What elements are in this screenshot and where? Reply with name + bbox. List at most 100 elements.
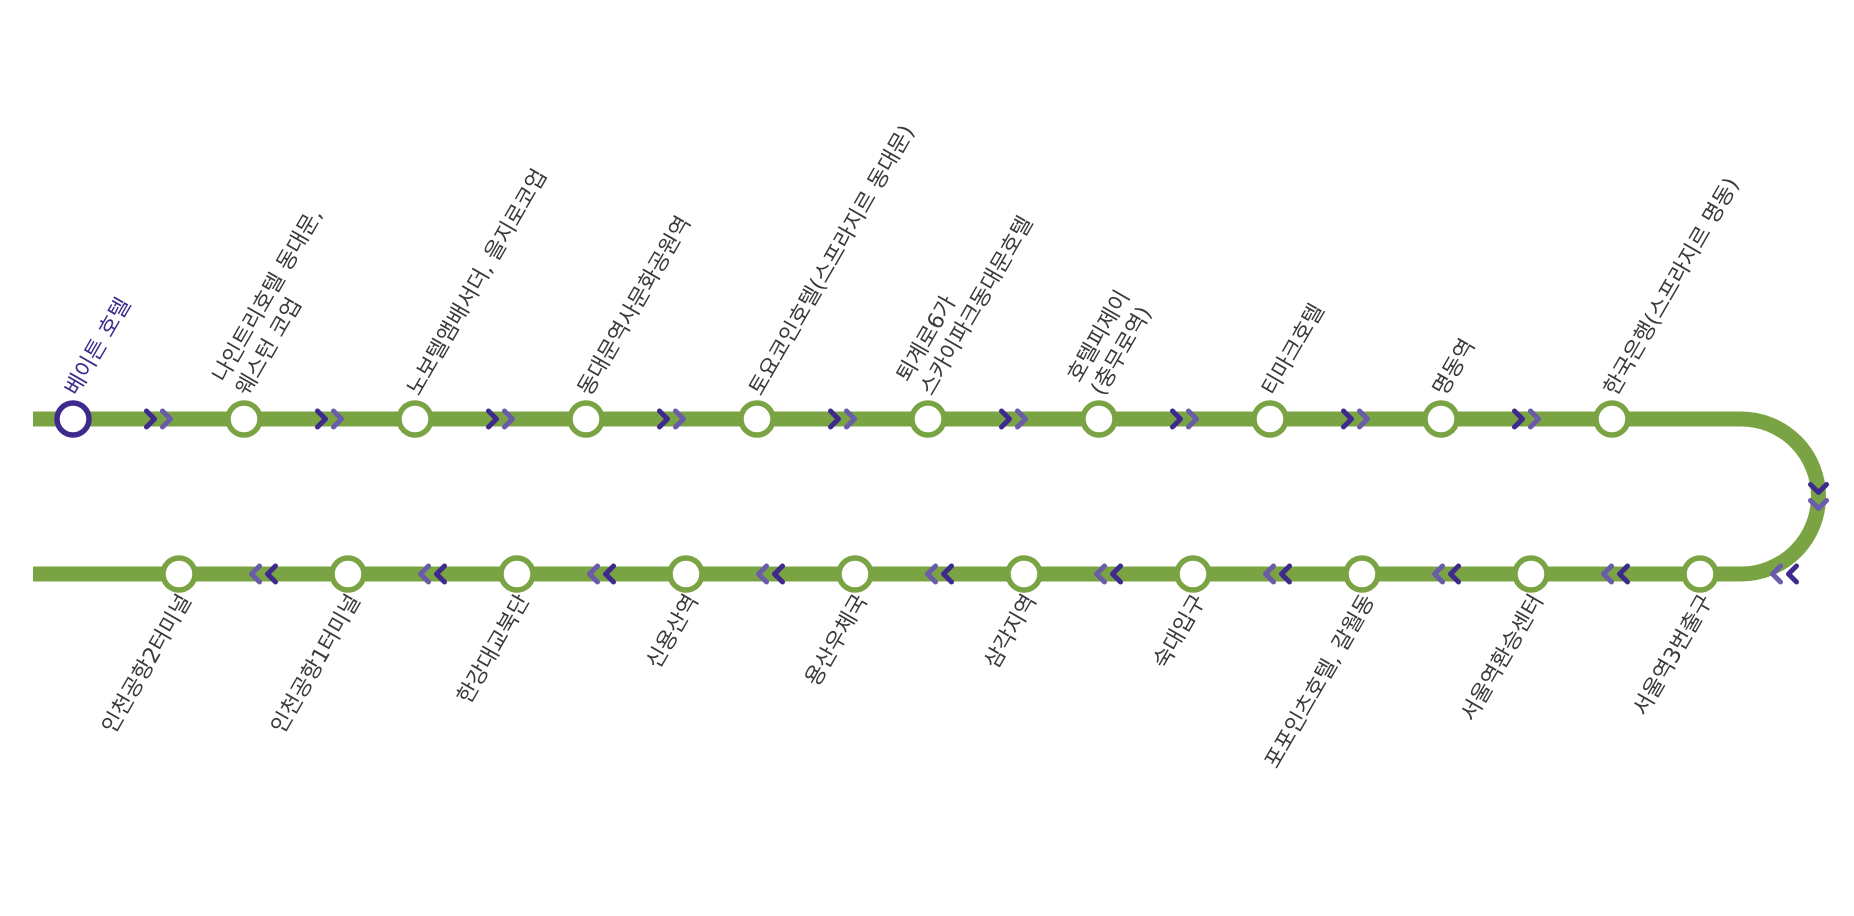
chevron-right-icon bbox=[486, 408, 499, 430]
chevron-left-icon bbox=[772, 563, 785, 585]
chevron-left-icon bbox=[1279, 563, 1292, 585]
chevron-right-icon bbox=[160, 408, 173, 430]
station-marker[interactable] bbox=[1681, 555, 1719, 593]
station-marker[interactable] bbox=[225, 400, 263, 438]
chevron-left-icon bbox=[925, 563, 938, 585]
station-label: 호텔피제이(충무로역) bbox=[1063, 286, 1159, 400]
station-marker[interactable] bbox=[1593, 400, 1631, 438]
station-label-line: 명동역 bbox=[1429, 335, 1481, 400]
station-label-line: 인천공항2터미널 bbox=[98, 591, 197, 738]
station-label-line: 서울역3번출구 bbox=[1629, 591, 1718, 721]
station-label: 인천공항2터미널 bbox=[98, 591, 197, 738]
chevron-right-icon bbox=[1341, 408, 1354, 430]
station-label: 용산우체국 bbox=[801, 591, 873, 691]
station-marker[interactable] bbox=[1174, 555, 1212, 593]
chevron-right-icon bbox=[1512, 408, 1525, 430]
station-marker[interactable] bbox=[1343, 555, 1381, 593]
chevron-right-icon bbox=[1528, 408, 1541, 430]
station-marker[interactable] bbox=[567, 400, 605, 438]
station-marker[interactable] bbox=[738, 400, 776, 438]
chevron-left-icon bbox=[1110, 563, 1123, 585]
chevron-right-icon bbox=[1170, 408, 1183, 430]
station-label-line: 베이튼 호텔 bbox=[61, 294, 137, 400]
station-label: 노보텔앰배서더, 을지로코업 bbox=[403, 165, 553, 400]
chevron-down-icon bbox=[1808, 482, 1829, 495]
station-label: 한국은행(스프라지르 명동) bbox=[1600, 174, 1745, 400]
station-label: 서울역3번출구 bbox=[1629, 591, 1718, 721]
station-label-line: 티마크호텔 bbox=[1258, 300, 1330, 400]
station-marker[interactable] bbox=[498, 555, 536, 593]
station-label-line: 동대문역사문화공원역 bbox=[574, 212, 697, 400]
station-marker[interactable] bbox=[1251, 400, 1289, 438]
chevron-left-icon bbox=[1617, 563, 1630, 585]
station-label-line: 인천공항1터미널 bbox=[267, 591, 366, 738]
route-line bbox=[33, 411, 1826, 582]
chevron-left-icon bbox=[265, 563, 278, 585]
chevron-left-icon bbox=[941, 563, 954, 585]
chevron-right-icon bbox=[999, 408, 1012, 430]
chevron-left-icon bbox=[1432, 563, 1445, 585]
chevron-right-icon bbox=[844, 408, 857, 430]
chevron-left-icon bbox=[434, 563, 447, 585]
station-label: 동대문역사문화공원역 bbox=[574, 212, 697, 400]
chevron-left-icon bbox=[756, 563, 769, 585]
station-label-line: 신용산역 bbox=[642, 591, 704, 674]
station-marker[interactable] bbox=[909, 400, 947, 438]
station-label: 서울역환승센터 bbox=[1457, 591, 1549, 726]
station-marker[interactable] bbox=[396, 400, 434, 438]
station-label: 티마크호텔 bbox=[1258, 300, 1330, 400]
station-label: 인천공항1터미널 bbox=[267, 591, 366, 738]
station-label: 한강대교북단 bbox=[453, 591, 535, 709]
station-label-line: 용산우체국 bbox=[801, 591, 873, 691]
chevron-right-icon bbox=[331, 408, 344, 430]
stations bbox=[54, 400, 1719, 593]
chevron-left-icon bbox=[1263, 563, 1276, 585]
direction-arrows bbox=[144, 408, 1829, 585]
station-label: 토요코인호텔(스프라지르 동대문) bbox=[745, 121, 920, 400]
chevron-right-icon bbox=[315, 408, 328, 430]
station-label-line: 포포인츠호텔, 갈월동 bbox=[1260, 591, 1380, 773]
station-marker[interactable] bbox=[667, 555, 705, 593]
station-marker[interactable] bbox=[1512, 555, 1550, 593]
chevron-left-icon bbox=[1094, 563, 1107, 585]
station-label: 나인트리호텔 동대문,웨스턴 코업 bbox=[208, 204, 351, 400]
station-label-line: 노보텔앰배서더, 을지로코업 bbox=[403, 165, 553, 400]
chevron-right-icon bbox=[502, 408, 515, 430]
chevron-right-icon bbox=[657, 408, 670, 430]
chevron-right-icon bbox=[1186, 408, 1199, 430]
chevron-left-icon bbox=[587, 563, 600, 585]
station-label-line: 숙대입구 bbox=[1149, 591, 1211, 674]
station-marker[interactable] bbox=[1005, 555, 1043, 593]
station-label: 신용산역 bbox=[642, 591, 704, 674]
chevron-left-icon bbox=[418, 563, 431, 585]
station-label: 포포인츠호텔, 갈월동 bbox=[1260, 591, 1380, 773]
chevron-left-icon bbox=[1770, 563, 1783, 585]
station-label: 숙대입구 bbox=[1149, 591, 1211, 674]
station-label-line: 한강대교북단 bbox=[453, 591, 535, 709]
station-label: 명동역 bbox=[1429, 335, 1481, 400]
chevron-left-icon bbox=[249, 563, 262, 585]
station-marker[interactable] bbox=[329, 555, 367, 593]
station-label-line: 토요코인호텔(스프라지르 동대문) bbox=[745, 121, 920, 400]
chevron-right-icon bbox=[828, 408, 841, 430]
current-station-marker[interactable] bbox=[54, 400, 92, 438]
chevron-right-icon bbox=[673, 408, 686, 430]
chevron-right-icon bbox=[1357, 408, 1370, 430]
station-marker[interactable] bbox=[1422, 400, 1460, 438]
chevron-down-icon bbox=[1808, 498, 1829, 511]
chevron-right-icon bbox=[1015, 408, 1028, 430]
station-label: 삼각지역 bbox=[980, 591, 1042, 674]
chevron-left-icon bbox=[1601, 563, 1614, 585]
chevron-left-icon bbox=[1448, 563, 1461, 585]
station-label-line: 서울역환승센터 bbox=[1457, 591, 1549, 726]
chevron-right-icon bbox=[144, 408, 157, 430]
station-marker[interactable] bbox=[160, 555, 198, 593]
station-marker[interactable] bbox=[1080, 400, 1118, 438]
chevron-left-icon bbox=[603, 563, 616, 585]
chevron-left-icon bbox=[1786, 563, 1799, 585]
station-label: 퇴계로6가스카이파크동대문호텔 bbox=[892, 199, 1038, 400]
station-marker[interactable] bbox=[836, 555, 874, 593]
station-label-line: 삼각지역 bbox=[980, 591, 1042, 674]
